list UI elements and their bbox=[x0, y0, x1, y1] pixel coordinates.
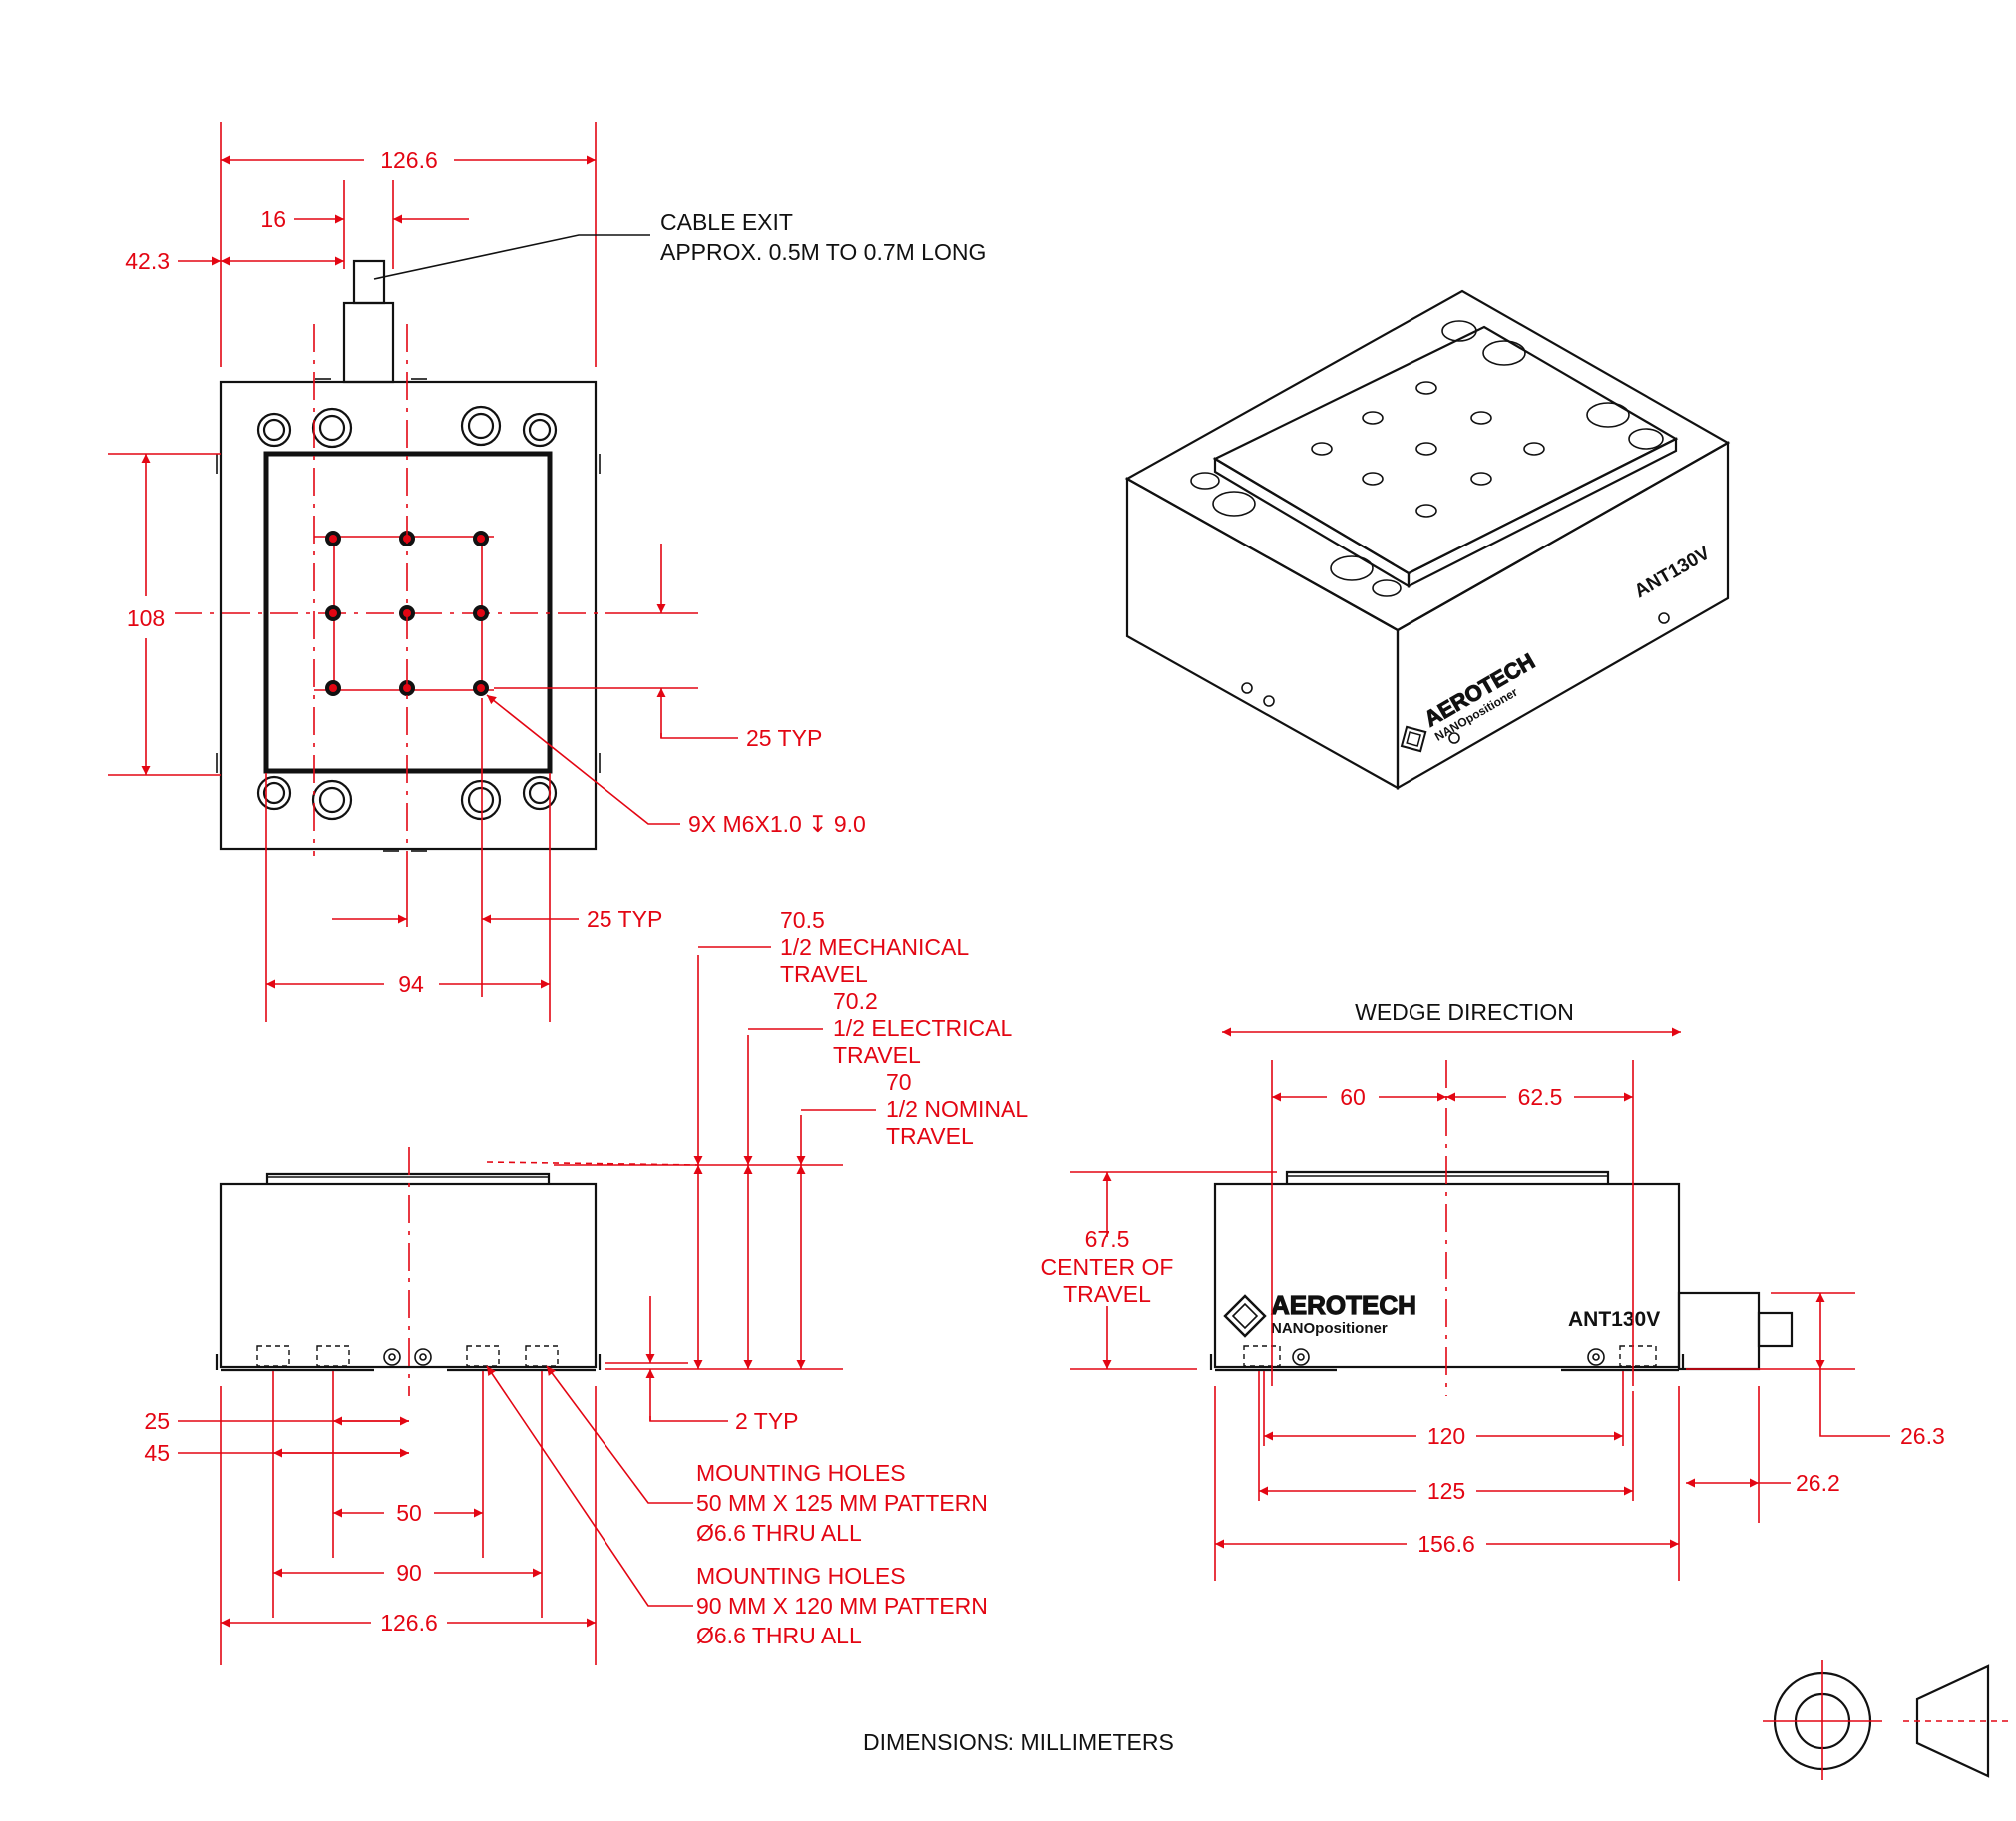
mount-holes-2-dia: Ø6.6 THRU ALL bbox=[696, 1623, 862, 1648]
tap-hole-callout: 9X M6X1.0 ↧ 9.0 bbox=[688, 811, 866, 837]
front-view: 70.5 1/2 MECHANICAL TRAVEL 70.2 1/2 ELEC… bbox=[144, 908, 1028, 1665]
dim-60: 60 bbox=[1340, 1084, 1366, 1110]
dim-90: 90 bbox=[396, 1560, 422, 1586]
cable bbox=[352, 259, 386, 305]
elec-travel-value: 70.2 bbox=[833, 988, 878, 1014]
top-base-outline bbox=[219, 380, 598, 851]
cable-exit-housing bbox=[342, 301, 395, 384]
svg-text:AEROTECH: AEROTECH bbox=[1271, 1290, 1416, 1320]
cable-length-note: APPROX. 0.5M TO 0.7M LONG bbox=[660, 239, 986, 265]
tapped-hole-grid bbox=[175, 324, 638, 856]
center-of-travel-value: 67.5 bbox=[1085, 1226, 1130, 1252]
mech-travel-value: 70.5 bbox=[780, 908, 825, 933]
isometric-view: AEROTECH NANOpositioner ANT130V bbox=[1124, 289, 1731, 790]
dim-45: 45 bbox=[144, 1440, 170, 1466]
mount-holes-2-title: MOUNTING HOLES bbox=[696, 1563, 906, 1589]
center-of-travel-label2: TRAVEL bbox=[1063, 1281, 1151, 1307]
mounting-hole-set bbox=[256, 405, 558, 821]
dim-height-108: 108 bbox=[127, 605, 165, 631]
elec-travel-label: 1/2 ELECTRICAL bbox=[833, 1015, 1012, 1041]
top-table-plate bbox=[263, 451, 553, 774]
dim-pitch-horizontal: 25 TYP bbox=[587, 907, 662, 932]
dim-cable-offset: 42.3 bbox=[125, 248, 170, 274]
units-note: DIMENSIONS: MILLIMETERS bbox=[863, 1729, 1174, 1755]
nom-travel-label: 1/2 NOMINAL bbox=[886, 1096, 1028, 1122]
dim-125: 125 bbox=[1427, 1478, 1465, 1504]
dim-cable-width: 16 bbox=[260, 206, 286, 232]
dim-26-2: 26.2 bbox=[1796, 1470, 1840, 1496]
mount-holes-2-pattern: 90 MM X 120 MM PATTERN bbox=[696, 1593, 988, 1619]
iso-logo: AEROTECH NANOpositioner bbox=[1400, 648, 1539, 753]
side-view: AEROTECH NANOpositioner ANT130V WEDGE DI… bbox=[1041, 999, 1945, 1581]
cable-exit-note: CABLE EXIT bbox=[660, 209, 793, 235]
dim-62-5: 62.5 bbox=[1518, 1084, 1563, 1110]
nom-travel-label2: TRAVEL bbox=[886, 1123, 974, 1149]
dim-top-width: 126.6 bbox=[380, 147, 438, 173]
svg-text:NANOpositioner: NANOpositioner bbox=[1271, 1320, 1388, 1337]
iso-tapped-holes bbox=[1311, 381, 1545, 518]
dim-25: 25 bbox=[144, 1408, 170, 1434]
mech-travel-label: 1/2 MECHANICAL bbox=[780, 934, 969, 960]
side-logo: AEROTECH NANOpositioner bbox=[1223, 1289, 1417, 1338]
dim-table-width: 94 bbox=[398, 971, 424, 997]
projection-symbol bbox=[1763, 1660, 2010, 1780]
nom-travel-value: 70 bbox=[886, 1069, 912, 1095]
mount-holes-1-pattern: 50 MM X 125 MM PATTERN bbox=[696, 1490, 988, 1516]
mech-travel-label2: TRAVEL bbox=[780, 961, 868, 987]
dim-156-6: 156.6 bbox=[1417, 1531, 1475, 1557]
dim-50: 50 bbox=[396, 1500, 422, 1526]
dim-2-typ: 2 TYP bbox=[735, 1408, 799, 1434]
center-of-travel-label: CENTER OF bbox=[1041, 1254, 1174, 1279]
side-model-label: ANT130V bbox=[1568, 1308, 1660, 1331]
mount-holes-1-dia: Ø6.6 THRU ALL bbox=[696, 1520, 862, 1546]
side-connector bbox=[1677, 1291, 1761, 1371]
dim-pitch-vertical: 25 TYP bbox=[746, 725, 822, 751]
dim-front-width: 126.6 bbox=[380, 1610, 438, 1636]
dim-26-3: 26.3 bbox=[1900, 1423, 1945, 1449]
wedge-direction-label: WEDGE DIRECTION bbox=[1355, 999, 1574, 1025]
iso-model-label: ANT130V bbox=[1631, 543, 1714, 602]
top-view: 126.6 16 42.3 CABLE EXIT APPROX. 0.5M TO… bbox=[108, 122, 986, 1022]
dim-120: 120 bbox=[1427, 1423, 1465, 1449]
mount-holes-1-title: MOUNTING HOLES bbox=[696, 1460, 906, 1486]
elec-travel-label2: TRAVEL bbox=[833, 1042, 921, 1068]
